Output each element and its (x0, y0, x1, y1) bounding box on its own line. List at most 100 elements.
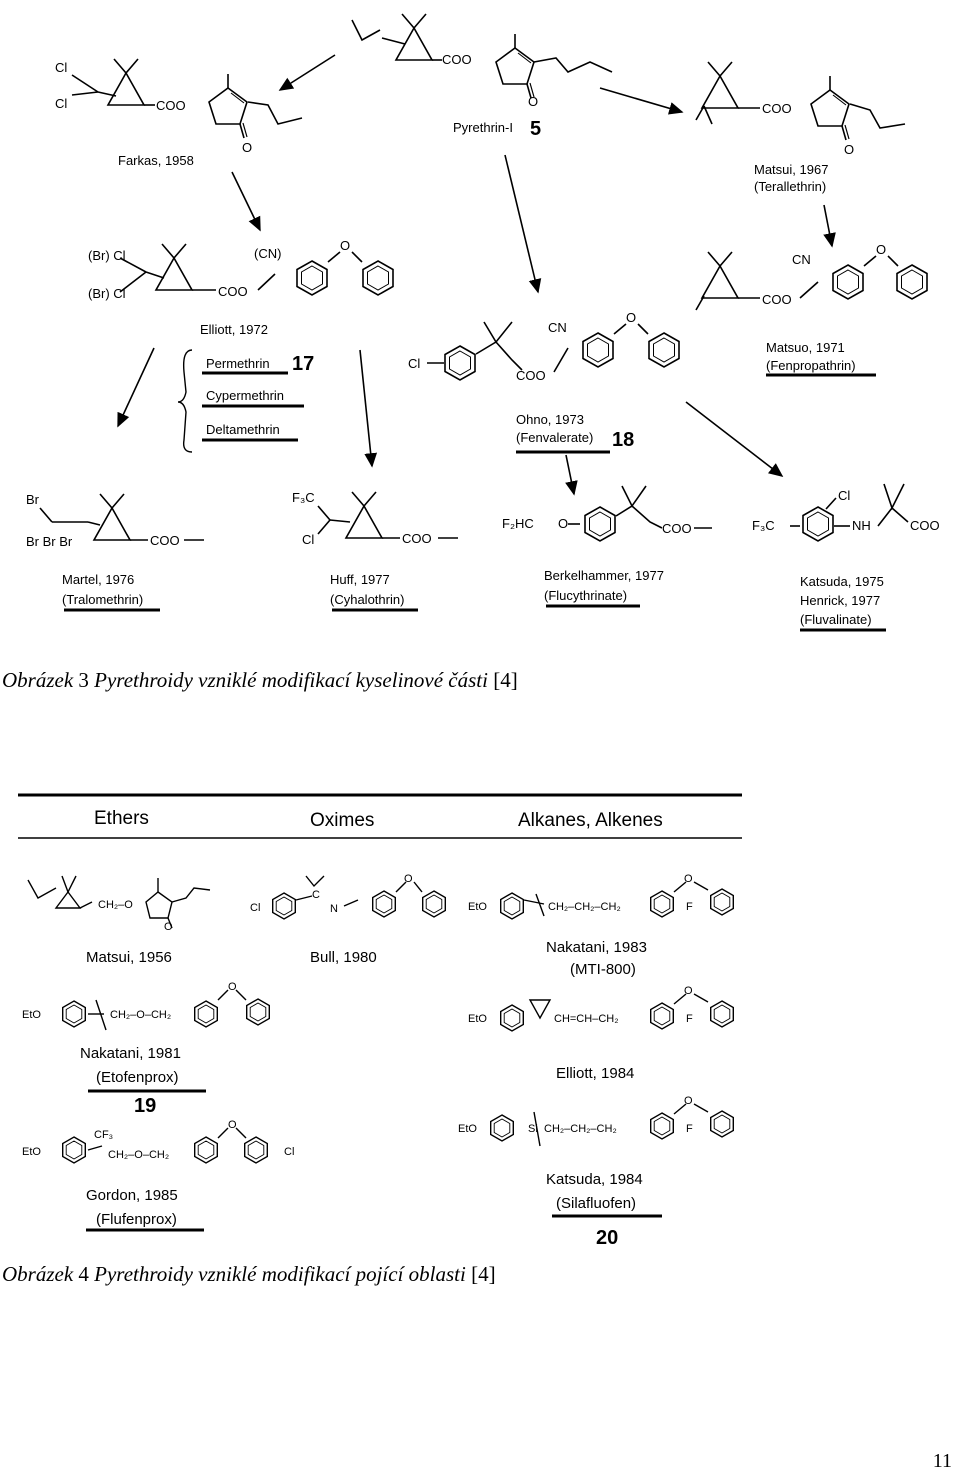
frag-f: F (686, 1123, 693, 1135)
huff-ref: Huff, 1977 (330, 572, 390, 587)
fenvalerate-structure (427, 321, 680, 381)
caption4-prefix: Obrázek (2, 1262, 74, 1286)
frag-ether2: CH₂–O–CH₂ (108, 1149, 169, 1161)
fluvalinate-structure (790, 483, 909, 542)
caption4-cite: [4] (471, 1262, 496, 1286)
atom-coo: COO (762, 292, 792, 307)
atom-br-row: Br Br Br (26, 534, 73, 549)
gordon1985-structure (62, 1127, 268, 1164)
page-number: 11 (932, 1450, 952, 1472)
frag-cl: Cl (250, 902, 260, 914)
atom-coo: COO (156, 98, 186, 113)
atom-o: O (242, 140, 252, 155)
frag-f: F (686, 901, 693, 913)
elliott-ref: Elliott, 1972 (200, 322, 268, 337)
cyhalothrin-structure (317, 491, 458, 539)
atom-o: O (626, 310, 636, 325)
frag-o: O (228, 1119, 237, 1131)
atom-cl: Cl (55, 60, 67, 75)
fluvalinate-name: (Fluvalinate) (800, 612, 872, 627)
frag-alkene: CH=CH–CH₂ (554, 1013, 618, 1025)
nakatani1981-structure (62, 989, 270, 1031)
permethrin-label: Permethrin (206, 356, 270, 371)
ohno-ref: Ohno, 1973 (516, 412, 584, 427)
silafluofen-name: (Silafluofen) (556, 1195, 636, 1212)
atom-o: O (340, 238, 350, 253)
frag-eto: EtO (22, 1009, 41, 1021)
berkelhammer-ref: Berkelhammer, 1977 (544, 568, 664, 583)
gordon1985-ref: Gordon, 1985 (86, 1187, 178, 1204)
matsui1956-ref: Matsui, 1956 (86, 949, 172, 966)
elliott-sub-cn: (CN) (254, 246, 281, 261)
frag-o: O (228, 981, 237, 993)
matsui1967-name: (Terallethrin) (754, 179, 826, 194)
figure4-caption: Obrázek 4 Pyrethroidy vzniklé modifikací… (2, 1262, 496, 1287)
caption4-num: 4 (78, 1262, 89, 1286)
matsuo-name: (Fenpropathrin) (766, 358, 856, 373)
nakatani1983-ref: Nakatani, 1983 (546, 939, 647, 956)
deltamethrin-label: Deltamethrin (206, 422, 280, 437)
pyrethrin-label: Pyrethrin-I (453, 120, 513, 135)
atom-coo: COO (516, 368, 546, 383)
figure4-header-rules (18, 793, 742, 839)
frag-o: O (684, 1095, 693, 1107)
frag-eto: EtO (22, 1146, 41, 1158)
atom-br: Br (26, 492, 40, 507)
atom-f2hc: F₂HC (502, 516, 534, 531)
pyrethrin-i-structure (351, 13, 613, 99)
frag-si: Si (528, 1123, 538, 1135)
atom-f3c: F₃C (752, 518, 775, 533)
atom-cl: Cl (408, 356, 420, 371)
fenpropathrin-structure (695, 251, 928, 311)
atom-coo: COO (910, 518, 940, 533)
martel-name: (Tralomethrin) (62, 592, 143, 607)
frag-o: O (684, 873, 693, 885)
frag-ch2o: CH₂–O (98, 899, 133, 911)
figure4-headers: Ethers Oximes Alkanes, Alkenes (94, 808, 663, 831)
atom-cl: Cl (838, 488, 850, 503)
frag-cl: Cl (284, 1146, 294, 1158)
frag-eto: EtO (458, 1123, 477, 1135)
atom-coo: COO (402, 531, 432, 546)
header-ethers: Ethers (94, 808, 149, 829)
atom-f3c: F₃C (292, 490, 315, 505)
katsuda1984-structure (490, 1103, 734, 1147)
nakatani1983-structure (500, 881, 734, 920)
farkas-ref: Farkas, 1958 (118, 153, 194, 168)
figure4-underlines (86, 1089, 662, 1232)
atom-cl: Cl (302, 532, 314, 547)
frag-cf3: CF₃ (94, 1129, 113, 1141)
atom-coo: COO (442, 52, 472, 67)
matsui1967-ref: Matsui, 1967 (754, 162, 828, 177)
katsuda1975-ref: Katsuda, 1975 (800, 574, 884, 589)
atom-nh: NH (852, 518, 871, 533)
atom-coo: COO (150, 533, 180, 548)
figure3-caption: Obrázek 3 Pyrethroidy vzniklé modifikací… (2, 668, 518, 693)
silafluofen-number: 20 (596, 1227, 618, 1249)
elliott-sub-2: (Br) Cl (88, 286, 126, 301)
caption3-text: Pyrethroidy vzniklé modifikací kyselinov… (94, 668, 488, 692)
atom-o: O (844, 142, 854, 157)
caption3-prefix: Obrázek (2, 668, 74, 692)
henrick-ref: Henrick, 1977 (800, 593, 880, 608)
bull1980-structure (272, 875, 446, 920)
atom-coo: COO (762, 101, 792, 116)
elliott1984-ref: Elliott, 1984 (556, 1065, 634, 1082)
permethrin-number: 17 (292, 353, 314, 375)
atom-cl: Cl (55, 96, 67, 111)
atom-o: O (558, 516, 568, 531)
atom-coo: COO (218, 284, 248, 299)
frag-chain: CH₂–CH₂–CH₂ (548, 901, 621, 913)
atom-o: O (876, 242, 886, 257)
ohno-number: 18 (612, 429, 634, 451)
caption3-cite: [4] (493, 668, 518, 692)
caption3-num: 3 (78, 668, 89, 692)
terallethrin-structure (695, 61, 906, 141)
matsuo-ref: Matsuo, 1971 (766, 340, 845, 355)
elliott-sub-1: (Br) Cl (88, 248, 126, 263)
bull1980-ref: Bull, 1980 (310, 949, 377, 966)
name-underlines (64, 371, 886, 632)
frag-f: F (686, 1013, 693, 1025)
tralomethrin-structure (39, 493, 204, 541)
atom-coo: COO (662, 521, 692, 536)
